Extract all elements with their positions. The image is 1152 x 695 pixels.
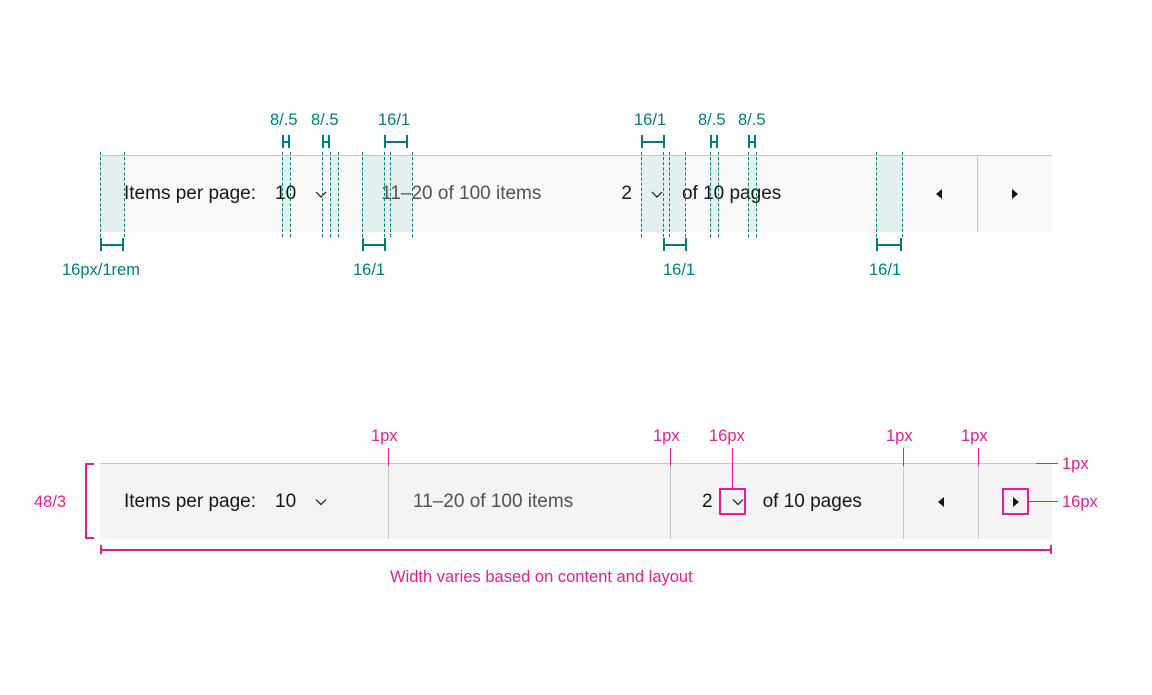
pagination-bar-structure: Items per page: 10 11–20 of 100 items 2 … xyxy=(100,463,1052,539)
guide-dash xyxy=(718,152,719,237)
callout-leader xyxy=(732,448,733,489)
section-divider xyxy=(978,464,979,539)
guide-dash xyxy=(663,152,664,237)
section-divider xyxy=(670,464,671,539)
guide-dash xyxy=(330,152,331,237)
structure-label: 16px xyxy=(1062,493,1098,511)
spacing-label: 16px/1rem xyxy=(62,261,140,279)
items-per-page-value[interactable]: 10 xyxy=(275,183,297,204)
structure-label: 1px xyxy=(1062,455,1089,473)
measure-bracket xyxy=(322,135,330,148)
callout-leader xyxy=(388,448,389,466)
callout-leader xyxy=(1036,463,1058,464)
previous-page-button[interactable] xyxy=(904,464,978,539)
spacing-label: 8/.5 xyxy=(738,111,766,129)
items-per-page-label: Items per page: xyxy=(124,183,257,204)
nav-divider xyxy=(977,156,978,232)
spacing-label: 8/.5 xyxy=(270,111,298,129)
chevron-down-icon[interactable] xyxy=(649,186,665,202)
measure-bracket xyxy=(384,135,408,148)
spacing-label: 16/1 xyxy=(869,261,902,279)
items-per-page-group: Items per page: 10 xyxy=(100,464,388,539)
guide-dash xyxy=(124,152,125,237)
item-range-text: 11–20 of 100 items xyxy=(413,490,574,512)
measure-bracket xyxy=(282,135,290,148)
item-range-group: 11–20 of 100 items xyxy=(329,156,541,232)
spacing-label: 16/1 xyxy=(353,261,386,279)
width-label: Width varies based on content and layout xyxy=(390,568,693,586)
guide-dash xyxy=(290,152,291,237)
measure-bracket xyxy=(100,238,124,251)
callout-leader xyxy=(903,448,904,466)
page-total-text: of 10 pages xyxy=(762,490,862,512)
items-per-page-group: Items per page: 10 xyxy=(100,156,329,232)
guide-dash xyxy=(748,152,749,237)
page-select-group: 2 of 10 pages xyxy=(541,156,781,232)
guide-dash xyxy=(384,152,385,237)
items-per-page-label: Items per page: xyxy=(124,490,257,512)
guide-dash xyxy=(322,152,323,237)
guide-dash xyxy=(338,152,339,237)
caret-left-icon xyxy=(936,189,942,199)
previous-page-button[interactable] xyxy=(901,156,977,232)
caret-left-icon xyxy=(938,496,944,507)
guide-dash xyxy=(669,152,670,237)
structure-label: 16px xyxy=(709,427,745,445)
structure-label: 1px xyxy=(653,427,680,445)
measure-bracket xyxy=(641,135,665,148)
callout-leader xyxy=(1029,501,1058,502)
caret-right-icon xyxy=(1012,189,1018,199)
guide-dash xyxy=(390,152,391,237)
guide-dash xyxy=(412,152,413,237)
spacing-label: 16/1 xyxy=(634,111,667,129)
measure-bracket xyxy=(663,238,687,251)
guide-dash xyxy=(282,152,283,237)
page-select-group: 2 of 10 pages xyxy=(671,464,903,539)
spacing-label: 16/1 xyxy=(663,261,696,279)
item-range-text: 11–20 of 100 items xyxy=(381,183,542,204)
page-number-value[interactable]: 2 xyxy=(702,490,713,512)
measure-bracket xyxy=(710,135,718,148)
next-page-button[interactable] xyxy=(978,156,1052,232)
callout-leader xyxy=(670,448,671,466)
chevron-down-icon[interactable] xyxy=(730,494,746,510)
structure-label: 1px xyxy=(371,427,398,445)
measure-bracket xyxy=(362,238,386,251)
structure-label: 1px xyxy=(886,427,913,445)
height-measure-bracket xyxy=(85,463,94,539)
item-range-group: 11–20 of 100 items xyxy=(389,464,670,539)
spacing-label: 8/.5 xyxy=(311,111,339,129)
pagination-bar-spacing: Items per page: 10 11–20 of 100 items 2 … xyxy=(100,155,1052,232)
chevron-down-icon[interactable] xyxy=(313,186,329,202)
caret-right-icon xyxy=(1012,496,1019,507)
guide-dash xyxy=(876,152,877,237)
next-page-button[interactable] xyxy=(979,464,1052,539)
page-total-text: of 10 pages xyxy=(681,183,782,204)
width-measure-bracket xyxy=(100,545,1052,554)
guide-dash xyxy=(756,152,757,237)
items-per-page-value[interactable]: 10 xyxy=(275,490,297,512)
spacing-label: 8/.5 xyxy=(698,111,726,129)
guide-dash xyxy=(641,152,642,237)
page-number-value[interactable]: 2 xyxy=(621,183,632,204)
guide-dash xyxy=(710,152,711,237)
section-divider xyxy=(388,464,389,539)
guide-dash xyxy=(685,152,686,237)
measure-bracket xyxy=(748,135,756,148)
section-divider xyxy=(903,464,904,539)
guide-dash xyxy=(100,152,101,237)
callout-leader xyxy=(978,448,979,466)
chevron-down-icon[interactable] xyxy=(313,494,329,510)
measure-bracket xyxy=(876,238,902,251)
spacing-label: 16/1 xyxy=(378,111,411,129)
guide-dash xyxy=(902,152,903,237)
structure-label: 1px xyxy=(961,427,988,445)
guide-dash xyxy=(362,152,363,237)
height-label: 48/3 xyxy=(34,493,67,511)
